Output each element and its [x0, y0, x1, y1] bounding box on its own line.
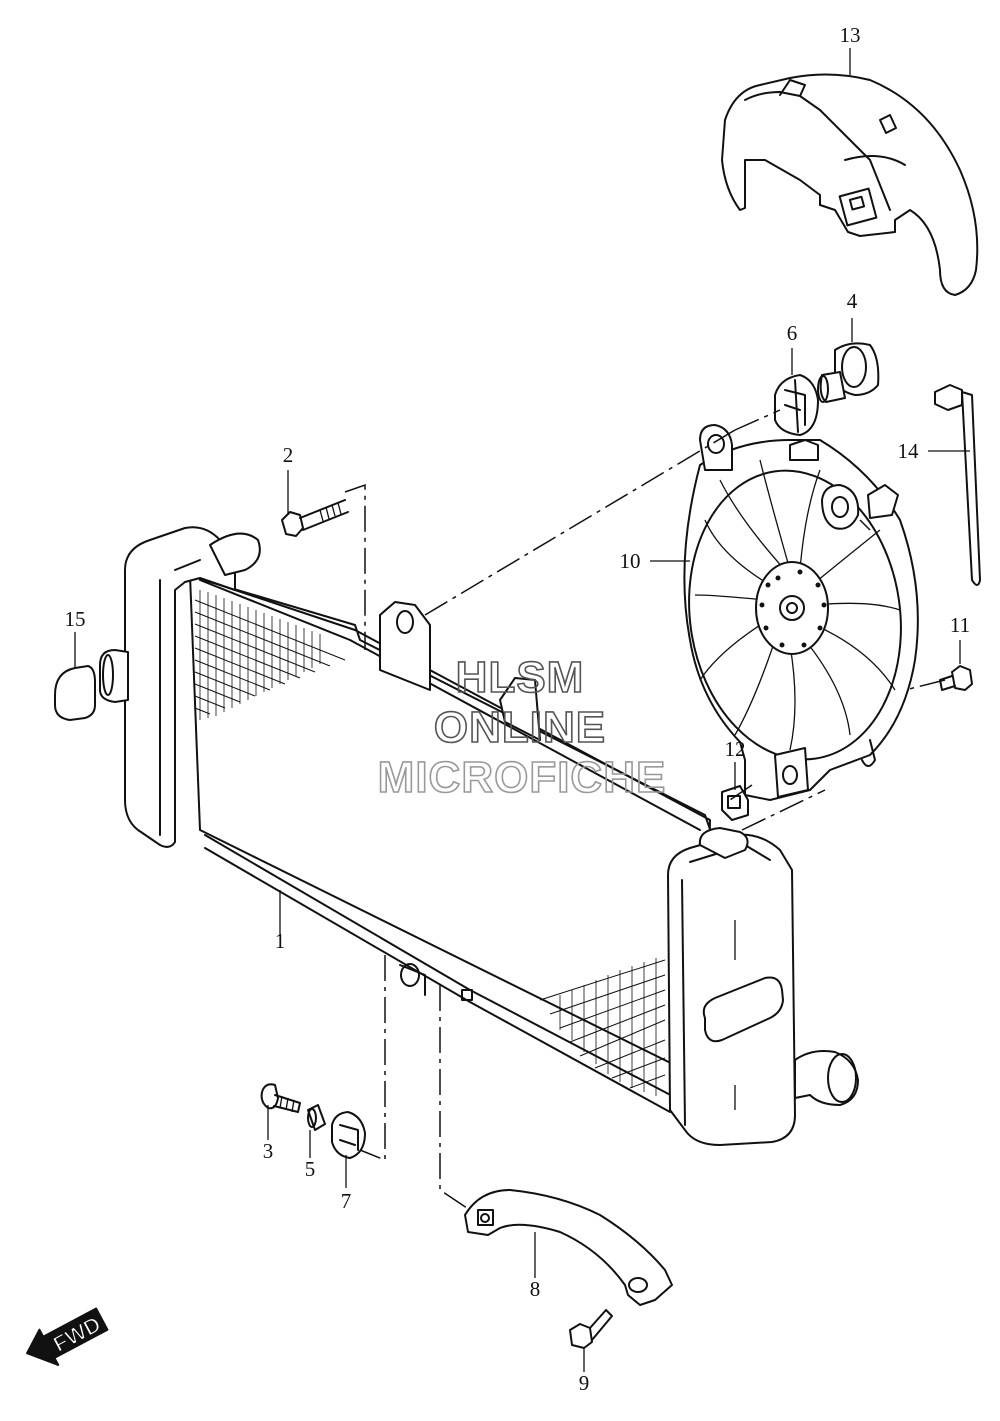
collar-part-5: [307, 1104, 326, 1131]
callout-14: 14: [898, 439, 920, 463]
radiator-left-tank: [99, 526, 261, 848]
bracket-part-8: [464, 1189, 673, 1306]
callout-10: 10: [620, 549, 641, 573]
callout-2: 2: [283, 443, 294, 467]
fwd-direction-badge: FWD: [26, 1307, 109, 1366]
bolt-part-3: [260, 1083, 301, 1113]
callout-8: 8: [530, 1277, 541, 1301]
bolt-part-2: [281, 499, 349, 537]
cooling-fan-assembly: [683, 424, 919, 801]
radiator-right-tank: [667, 827, 859, 1146]
assembly-lines: [344, 409, 946, 1211]
bolt-part-9: [569, 1309, 613, 1349]
bolt-part-11: [939, 665, 973, 691]
grommet-part-4: [817, 342, 880, 403]
watermark-line-2: ONLINE: [434, 703, 606, 752]
callout-7: 7: [341, 1189, 352, 1213]
callout-1: 1: [275, 929, 286, 953]
watermark: HLSM ONLINE MICROFICHE: [377, 652, 667, 803]
leader-lines: [74, 48, 970, 1372]
callout-15: 15: [65, 607, 86, 631]
callout-5: 5: [305, 1157, 316, 1181]
callout-12: 12: [725, 737, 746, 761]
callout-4: 4: [847, 289, 858, 313]
fan-cover-13: [721, 73, 979, 296]
watermark-line-1: HLSM: [456, 653, 585, 702]
radiator-core: [169, 569, 713, 1113]
callout-11: 11: [950, 613, 970, 637]
clip-part-12: [721, 785, 749, 821]
cable-tie-part-14: [934, 384, 981, 586]
rubber-part-7: [331, 1111, 366, 1159]
callout-6: 6: [787, 321, 798, 345]
callout-3: 3: [263, 1139, 274, 1163]
callout-labels: 1 2 3 4 5 6 7 8 9 10 11 12 13 14 15: [65, 23, 971, 1395]
rubber-part-6: [774, 374, 819, 436]
cap-part-15: [54, 665, 96, 721]
callout-13: 13: [840, 23, 861, 47]
watermark-line-3: MICROFICHE: [378, 753, 667, 802]
callout-9: 9: [579, 1371, 590, 1395]
